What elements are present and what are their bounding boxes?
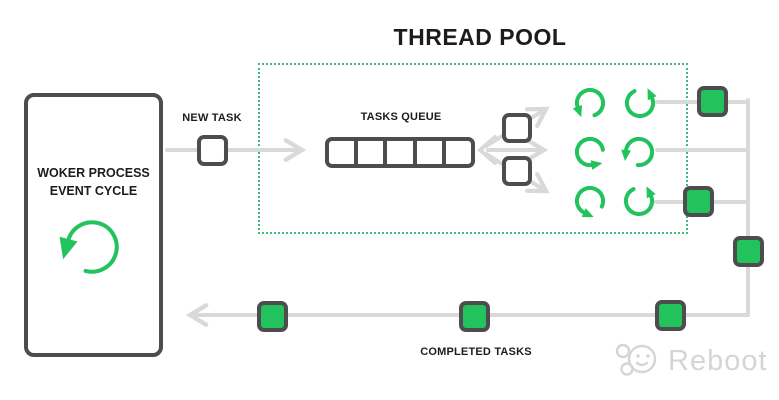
- queue-cell: [412, 141, 442, 164]
- completed-task-square-3: [733, 236, 764, 267]
- watermark-text: Reboot: [668, 344, 768, 377]
- diagram-title: THREAD POOL: [393, 24, 567, 50]
- pending-task-square-1: [502, 113, 532, 143]
- pending-task-square-2: [502, 156, 532, 186]
- worker-process-label: WOKER PROCESS EVENT CYCLE: [28, 165, 159, 200]
- worker-process-label-line1: WOKER PROCESS: [37, 166, 150, 180]
- completed-task-square-4: [655, 300, 686, 331]
- queue-cell: [354, 141, 383, 164]
- tasks-queue: [325, 137, 475, 168]
- queue-cell: [329, 141, 354, 164]
- queue-cell: [441, 141, 471, 164]
- new-task-square: [197, 135, 228, 166]
- completed-task-square-1: [697, 86, 728, 117]
- worker-process-label-line2: EVENT CYCLE: [49, 183, 138, 198]
- new-task-label: NEW TASK: [182, 112, 242, 124]
- completed-task-square-5: [459, 301, 490, 332]
- worker-process-box: WOKER PROCESS EVENT CYCLE: [24, 93, 163, 357]
- reboot-logo-icon: [615, 343, 657, 376]
- thread2-cycle-icon-a: [573, 135, 608, 174]
- completed-tasks-label: COMPLETED TASKS: [420, 346, 532, 358]
- completed-task-square-2: [683, 186, 714, 217]
- thread2-cycle-icon-b: [618, 135, 655, 168]
- watermark: Reboot: [612, 340, 768, 382]
- queue-cell: [383, 141, 412, 164]
- tasks-queue-label: TASKS QUEUE: [360, 111, 442, 123]
- completed-task-square-6: [257, 301, 288, 332]
